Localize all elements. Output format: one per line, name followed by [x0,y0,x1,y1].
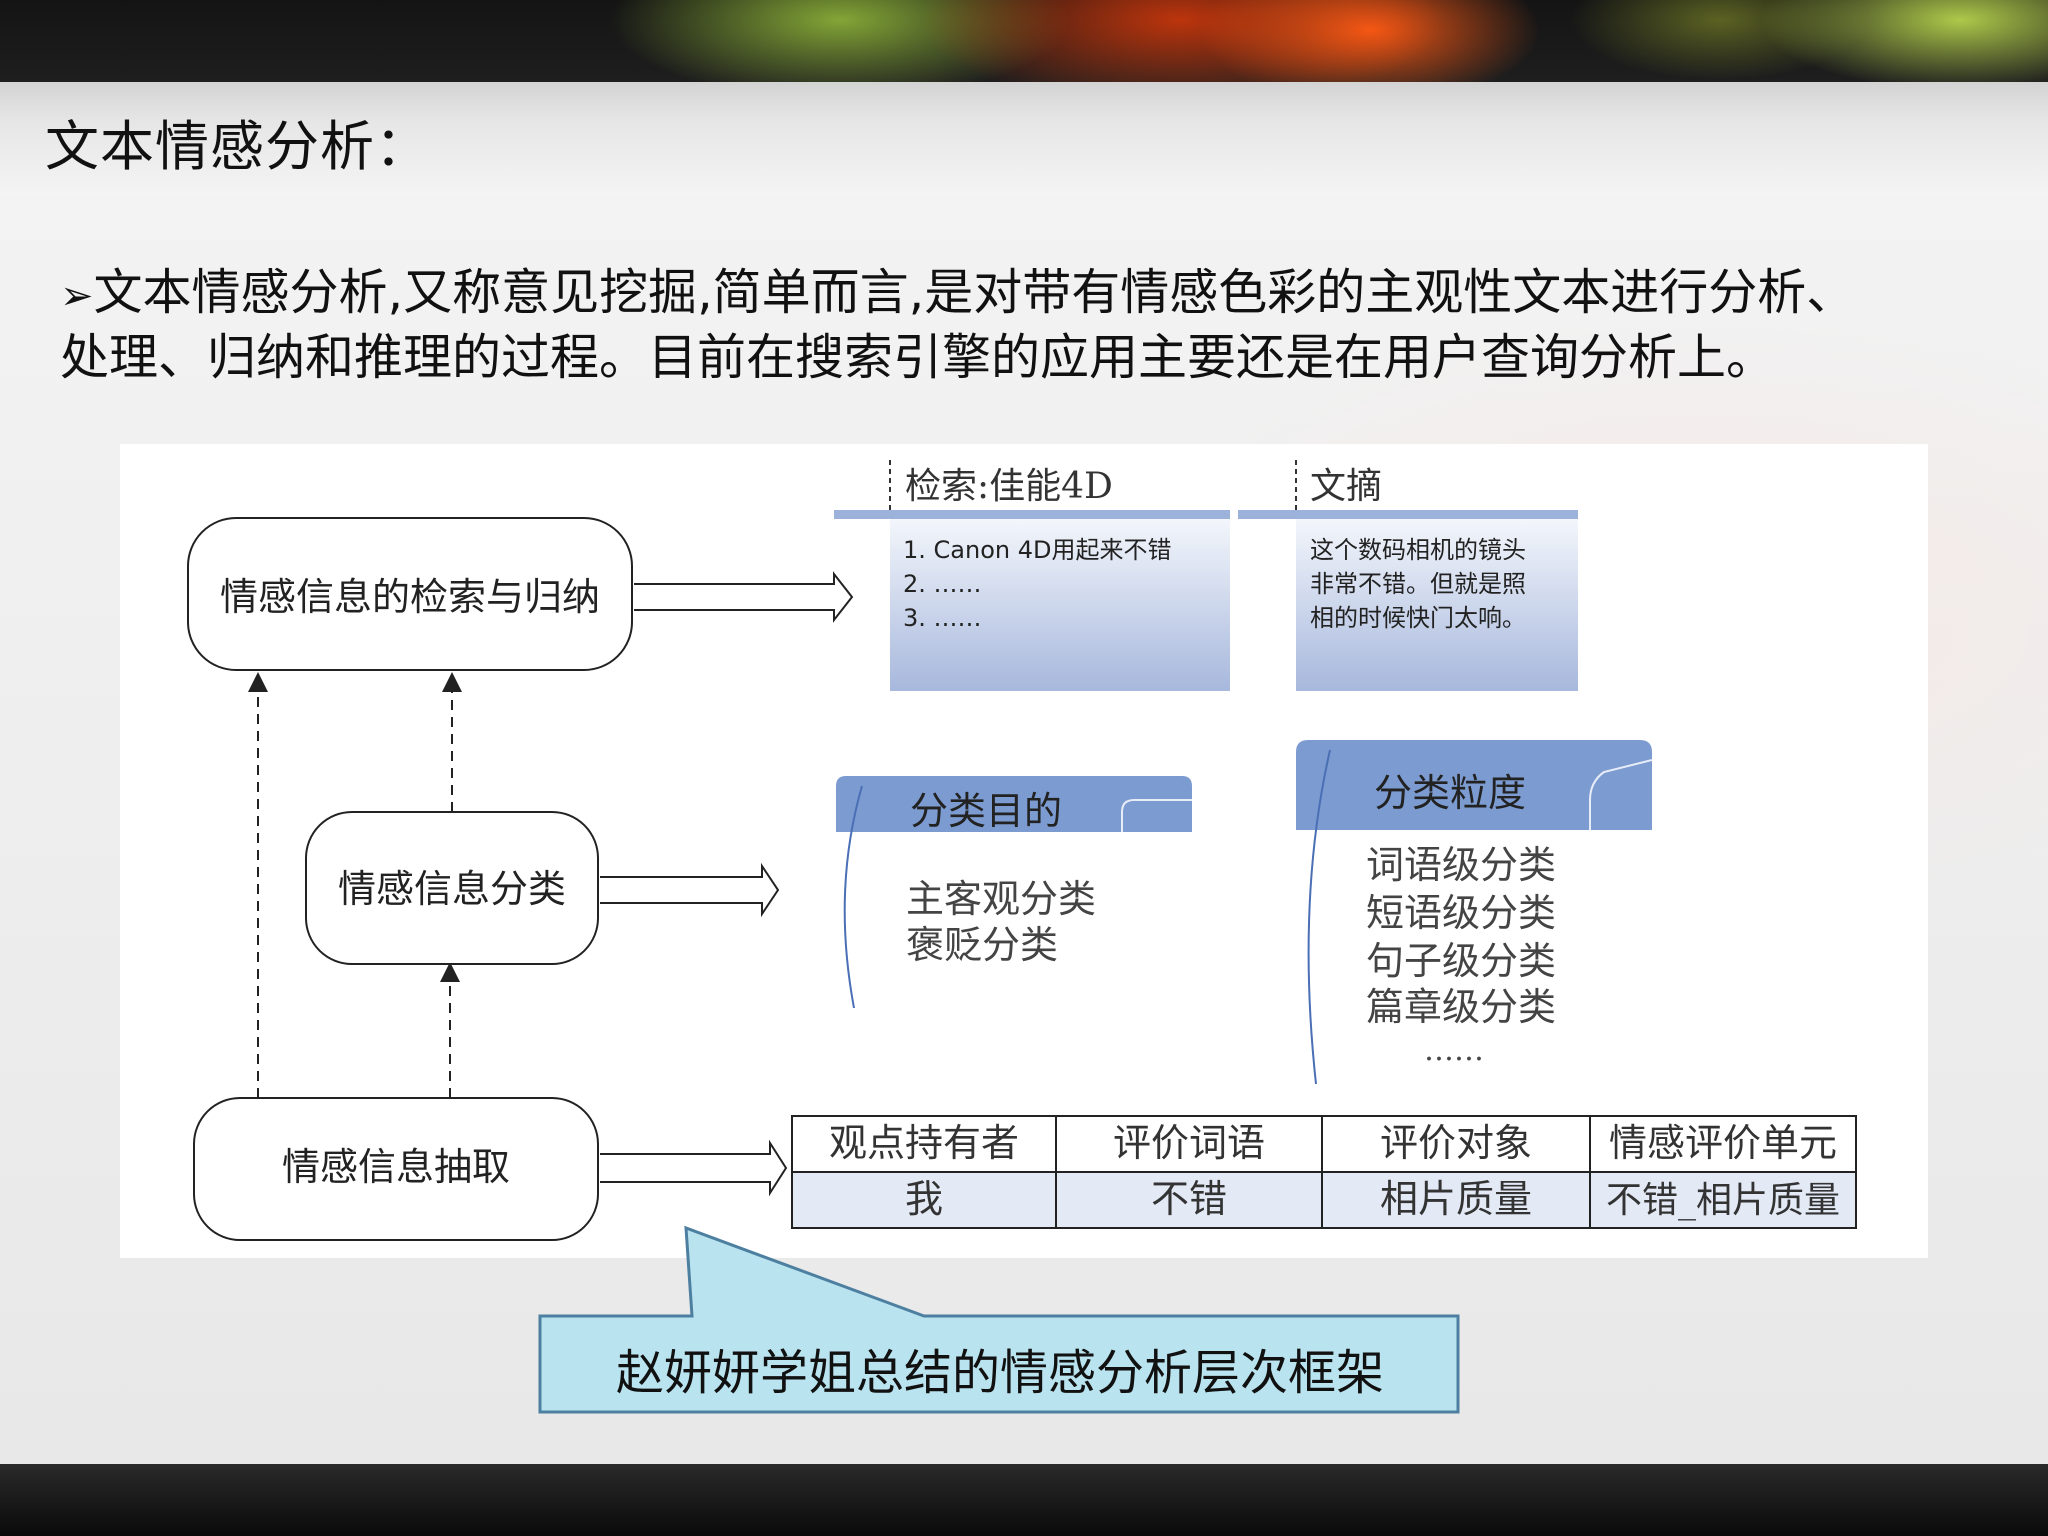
bullet-arrow-icon: ➢ [60,273,94,319]
table-cell: 不错_相片质量 [1606,1180,1840,1221]
granularity-tab-label: 分类粒度 [1374,771,1526,815]
retrieval-result-box [890,519,1230,691]
granularity-item-2: 短语级分类 [1366,891,1556,935]
purpose-bracket [843,785,863,1009]
table-row [792,1172,1856,1228]
node-retrieval-induction-label: 情感信息的检索与归纳 [220,575,600,619]
double-arrow-mid [600,862,780,918]
retrieval-tab-bar [834,510,1230,519]
table-header: 评价词语 [1113,1121,1265,1165]
slide-title: 文本情感分析： [45,115,430,178]
table-cell: 不错 [1151,1177,1227,1221]
purpose-tab-fold [1121,799,1192,832]
retrieval-item-3: 3. …… [903,604,982,632]
intro-line-1: ➢文本情感分析,又称意见挖掘,简单而言,是对带有情感色彩的主观性文本进行分析、 [60,262,1960,327]
table-cell: 相片质量 [1380,1177,1532,1221]
granularity-bracket [1307,749,1331,1085]
callout-bubble [538,1225,1460,1414]
table-header: 观点持有者 [829,1121,1019,1165]
granularity-item-1: 词语级分类 [1366,843,1556,887]
node-retrieval-induction [187,517,633,671]
abstract-line-1: 这个数码相机的镜头 [1310,536,1526,564]
callout-text: 赵妍妍学姐总结的情感分析层次框架 [615,1345,1384,1401]
node-classification-label: 情感信息分类 [338,867,566,911]
node-classification [305,811,599,965]
double-arrow-bottom [600,1139,788,1197]
intro-paragraph: ➢文本情感分析,又称意见挖掘,简单而言,是对带有情感色彩的主观性文本进行分析、 … [60,262,1960,389]
table-cell: 我 [905,1177,943,1221]
granularity-item-5: …… [1424,1033,1484,1068]
granularity-item-4: 篇章级分类 [1366,985,1556,1029]
top-decor-band [0,0,2048,82]
node-extraction-label: 情感信息抽取 [282,1145,510,1189]
abstract-box [1296,519,1578,691]
table-header: 情感评价单元 [1609,1121,1837,1165]
abstract-line-2: 非常不错。但就是照 [1310,570,1526,598]
abstract-tab-label: 文摘 [1310,466,1382,507]
retrieval-tab-label: 检索:佳能4D [905,466,1113,507]
retrieval-item-1: 1. Canon 4D用起来不错 [903,536,1171,564]
abstract-line-3: 相的时候快门太响。 [1310,604,1526,632]
intro-text-1: 文本情感分析,又称意见挖掘,简单而言,是对带有情感色彩的主观性文本进行分析、 [93,264,1856,321]
granularity-item-3: 句子级分类 [1366,939,1556,983]
retrieval-item-2: 2. …… [903,570,982,598]
purpose-tab [836,776,1192,832]
bottom-decor-band [0,1464,2048,1536]
table-header: 评价对象 [1380,1121,1532,1165]
title-band [0,82,2048,194]
purpose-item-1: 主客观分类 [906,877,1096,921]
table-outline [791,1115,1857,1229]
purpose-tab-label: 分类目的 [910,789,1062,833]
intro-line-2: 处理、归纳和推理的过程。目前在搜索引擎的应用主要还是在用户查询分析上。 [60,329,1776,386]
double-arrow-top [634,571,854,623]
purpose-item-2: 褒贬分类 [906,923,1058,967]
abstract-tab-bar [1238,510,1578,519]
granularity-tab-fold [1589,759,1653,830]
granularity-tab [1296,740,1652,830]
node-extraction [193,1097,599,1241]
